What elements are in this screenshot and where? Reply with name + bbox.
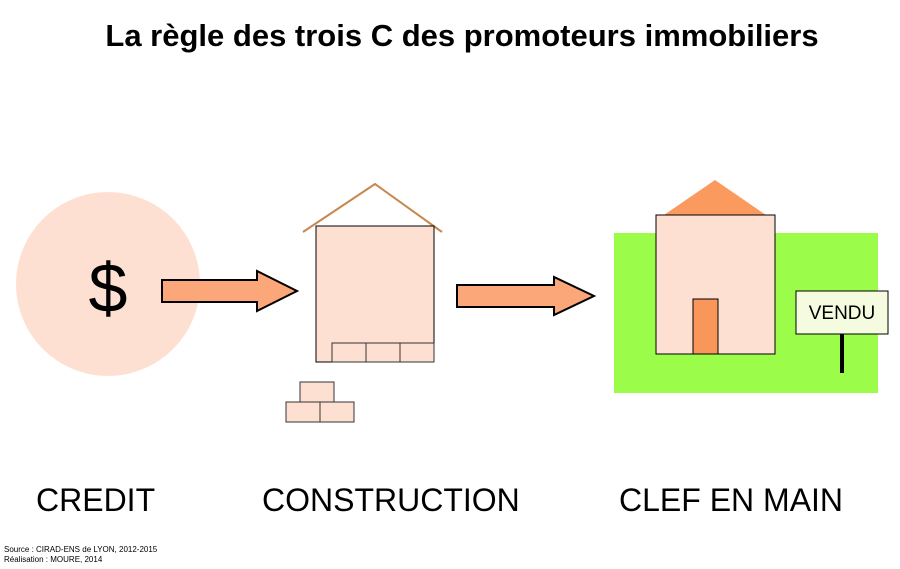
page-title: La règle des trois C des promoteurs immo…: [105, 18, 819, 53]
dollar-symbol: $: [89, 249, 128, 327]
brick: [365, 342, 401, 363]
credit-circle: [16, 192, 200, 376]
brick: [331, 342, 367, 363]
credits: Source : CIRAD-ENS de LYON, 2012-2015 Ré…: [4, 545, 157, 565]
door: [692, 298, 719, 355]
construction-roof: [302, 182, 443, 233]
label-construction: CONSTRUCTION: [262, 482, 520, 518]
sold-sign: [795, 290, 889, 335]
arrow-construction-to-key: [456, 275, 597, 317]
brick: [319, 401, 355, 423]
credits-realisation: Réalisation : MOURE, 2014: [4, 555, 103, 564]
credits-source: Source : CIRAD-ENS de LYON, 2012-2015: [4, 545, 158, 554]
brick: [399, 342, 435, 363]
brick: [299, 381, 335, 403]
arrow-credit-to-construction: [161, 269, 300, 313]
finished-roof: [664, 180, 766, 215]
construction-wall: [315, 225, 435, 363]
label-credit: CREDIT: [36, 482, 156, 518]
construction-house: [302, 182, 443, 363]
brick-pile: [285, 381, 355, 423]
label-clef-en-main: CLEF EN MAIN: [619, 482, 844, 518]
brick: [285, 401, 321, 423]
sold-sign-text: VENDU: [809, 303, 876, 324]
